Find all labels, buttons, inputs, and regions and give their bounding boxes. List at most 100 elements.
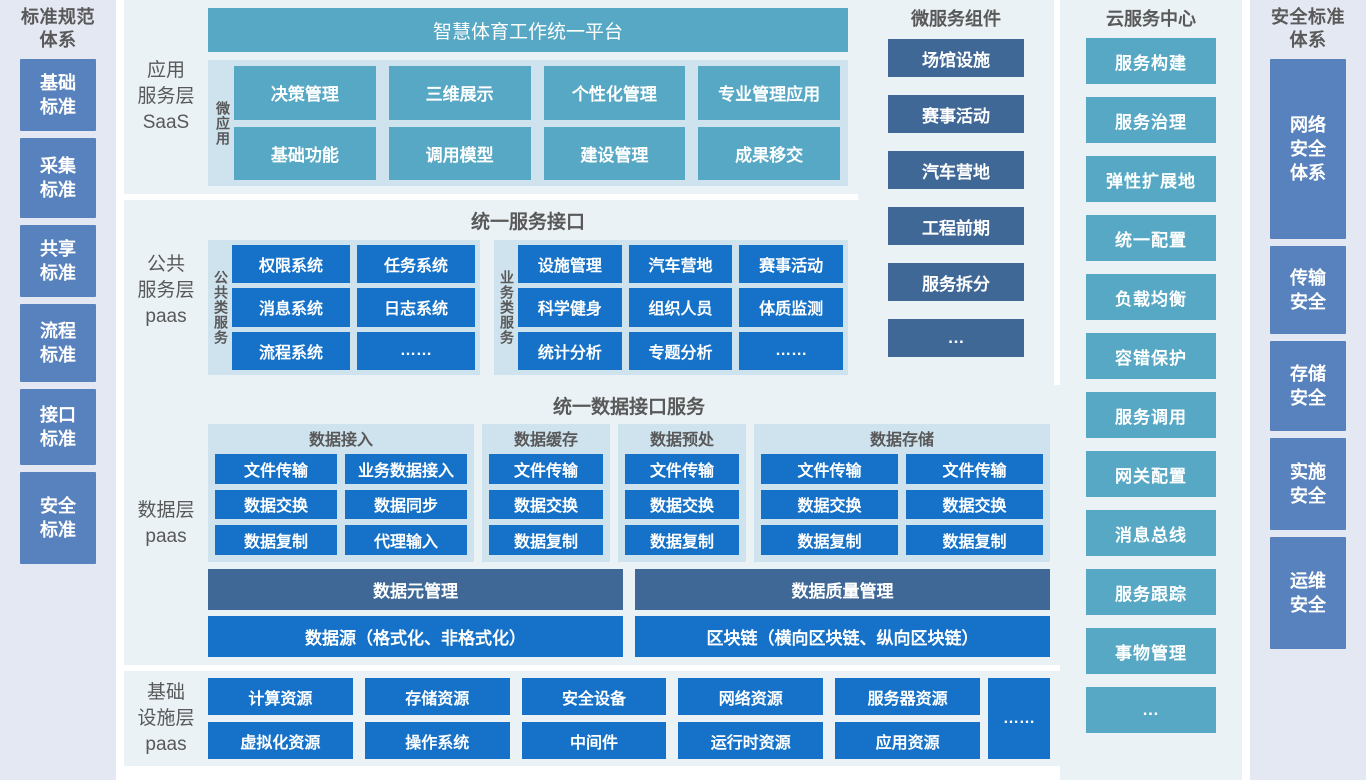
cloud-item-fault-tolerance[interactable]: 容错保护 <box>1086 333 1216 379</box>
data-bar-blockchain[interactable]: 区块链（横向区块链、纵向区块链） <box>635 616 1050 657</box>
cloud-item-unified-config[interactable]: 统一配置 <box>1086 215 1216 261</box>
cache-tile-file-transfer[interactable]: 文件传输 <box>489 454 603 484</box>
cloud-item-service-governance[interactable]: 服务治理 <box>1086 97 1216 143</box>
svc-tile-thematic-analysis[interactable]: 专题分析 <box>628 331 733 370</box>
microservice-item-event-activity[interactable]: 赛事活动 <box>888 95 1024 133</box>
infra-tile-compute-resource[interactable]: 计算资源 <box>208 678 353 715</box>
sidebar-item-share-standard[interactable]: 共享 标准 <box>20 225 96 297</box>
app-tile-construction-management[interactable]: 建设管理 <box>543 126 686 180</box>
left-sidebar-title: 标准规范 体系 <box>21 6 95 52</box>
application-service-layer: 应用 服务层 SaaS 智慧体育工作统一平台 微应用 决策管理 三维展示 个性化… <box>124 0 858 194</box>
data-tile-agent-input[interactable]: 代理输入 <box>345 525 467 555</box>
cache-tile-data-exchange[interactable]: 数据交换 <box>489 489 603 520</box>
cache-tile-data-replication[interactable]: 数据复制 <box>489 525 603 555</box>
security-item-storage-security[interactable]: 存储 安全 <box>1270 341 1346 431</box>
infra-tile-server-resource[interactable]: 服务器资源 <box>835 678 980 715</box>
microservice-item-service-split[interactable]: 服务拆分 <box>888 263 1024 301</box>
svc-tile-message-system[interactable]: 消息系统 <box>232 288 350 327</box>
svc-tile-permission-system[interactable]: 权限系统 <box>232 245 350 284</box>
sidebar-item-interface-standard[interactable]: 接口 标准 <box>20 389 96 465</box>
data-tile-data-sync[interactable]: 数据同步 <box>345 489 467 520</box>
preprocess-tile-data-replication[interactable]: 数据复制 <box>625 525 739 555</box>
cloud-item-load-balancing[interactable]: 负载均衡 <box>1086 274 1216 320</box>
data-tile-file-transfer[interactable]: 文件传输 <box>215 454 337 484</box>
cloud-column-title: 云服务中心 <box>1106 9 1196 29</box>
app-tile-result-handover[interactable]: 成果移交 <box>698 126 840 180</box>
infra-tile-runtime-resource[interactable]: 运行时资源 <box>678 722 824 759</box>
infra-tile-operating-system[interactable]: 操作系统 <box>364 722 510 759</box>
infrastructure-layer-label: 基础 设施层 paas <box>137 681 195 755</box>
infra-tile-more[interactable]: …… <box>988 678 1050 759</box>
cloud-item-service-tracing[interactable]: 服务跟踪 <box>1086 569 1216 615</box>
sidebar-item-basic-standard[interactable]: 基础 标准 <box>20 59 96 131</box>
sidebar-item-security-standard[interactable]: 安全 标准 <box>20 472 96 564</box>
storage-tile-data-replication-2[interactable]: 数据复制 <box>906 525 1043 555</box>
infra-tile-virtualization-resource[interactable]: 虚拟化资源 <box>208 722 353 759</box>
infra-tile-network-resource[interactable]: 网络资源 <box>678 678 824 715</box>
microservice-item-venue-facility[interactable]: 场馆设施 <box>888 39 1024 77</box>
svc-tile-task-system[interactable]: 任务系统 <box>357 245 475 284</box>
storage-tile-data-exchange-1[interactable]: 数据交换 <box>761 489 898 520</box>
svc-tile-process-system[interactable]: 流程系统 <box>232 331 350 370</box>
svc-tile-common-more[interactable]: …… <box>357 331 475 370</box>
microservice-item-project-preliminary[interactable]: 工程前期 <box>888 207 1024 245</box>
svc-tile-organization-personnel[interactable]: 组织人员 <box>628 288 733 327</box>
data-layer-label: 数据层 paas <box>137 500 195 547</box>
svc-tile-rv-campsite[interactable]: 汽车营地 <box>628 245 733 284</box>
microservice-item-rv-campsite[interactable]: 汽车营地 <box>888 151 1024 189</box>
microservice-component-column: 微服务组件 场馆设施 赛事活动 汽车营地 工程前期 服务拆分 … <box>858 0 1054 385</box>
microservice-column-title: 微服务组件 <box>911 9 1001 29</box>
sidebar-item-collection-standard[interactable]: 采集 标准 <box>20 138 96 218</box>
data-tile-data-replication[interactable]: 数据复制 <box>215 525 337 555</box>
app-tile-decision-management[interactable]: 决策管理 <box>234 66 376 120</box>
cloud-item-gateway-config[interactable]: 网关配置 <box>1086 451 1216 497</box>
left-sidebar-title-line1: 标准规范 <box>21 7 95 27</box>
data-tile-data-exchange[interactable]: 数据交换 <box>215 489 337 520</box>
data-bar-data-quality-management[interactable]: 数据质量管理 <box>635 569 1050 610</box>
infra-tile-storage-resource[interactable]: 存储资源 <box>364 678 510 715</box>
right-gap <box>1242 0 1250 780</box>
svc-tile-log-system[interactable]: 日志系统 <box>357 288 475 327</box>
cloud-item-transaction-management[interactable]: 事物管理 <box>1086 628 1216 674</box>
cloud-item-elastic-scaling[interactable]: 弹性扩展地 <box>1086 156 1216 202</box>
svc-tile-business-more[interactable]: …… <box>739 331 843 370</box>
common-service-vertical-label: 公共类服务 <box>213 270 229 345</box>
data-bar-metadata-management[interactable]: 数据元管理 <box>208 569 623 610</box>
infra-tile-middleware[interactable]: 中间件 <box>521 722 667 759</box>
data-bar-data-source[interactable]: 数据源（格式化、非格式化） <box>208 616 623 657</box>
infra-tile-security-device[interactable]: 安全设备 <box>521 678 667 715</box>
storage-tile-file-transfer-2[interactable]: 文件传输 <box>906 454 1043 484</box>
svc-tile-statistical-analysis[interactable]: 统计分析 <box>518 331 622 370</box>
app-tile-professional-management[interactable]: 专业管理应用 <box>698 66 840 120</box>
cloud-item-service-build[interactable]: 服务构建 <box>1086 38 1216 84</box>
infra-tile-application-resource[interactable]: 应用资源 <box>835 722 980 759</box>
svc-tile-physique-monitoring[interactable]: 体质监测 <box>739 288 843 327</box>
cloud-item-more[interactable]: … <box>1086 687 1216 733</box>
security-item-network-security-system[interactable]: 网络 安全 体系 <box>1270 59 1346 239</box>
storage-tile-data-exchange-2[interactable]: 数据交换 <box>906 489 1043 520</box>
data-layer: 数据层 paas 统一数据接口服务 数据接入 文件传输 业务数据接入 数据交换 … <box>124 385 1060 665</box>
data-storage-title: 数据存储 <box>869 432 934 449</box>
cloud-item-message-bus[interactable]: 消息总线 <box>1086 510 1216 556</box>
microservice-item-more[interactable]: … <box>888 319 1024 357</box>
app-tile-3d-display[interactable]: 三维展示 <box>388 66 531 120</box>
cloud-item-service-invocation[interactable]: 服务调用 <box>1086 392 1216 438</box>
right-sidebar-title: 安全标准 体系 <box>1271 6 1345 52</box>
storage-tile-file-transfer-1[interactable]: 文件传输 <box>761 454 898 484</box>
data-tile-business-data-access[interactable]: 业务数据接入 <box>345 454 467 484</box>
security-item-operation-security[interactable]: 运维 安全 <box>1270 537 1346 649</box>
security-item-transmission-security[interactable]: 传输 安全 <box>1270 246 1346 334</box>
sidebar-item-process-standard[interactable]: 流程 标准 <box>20 304 96 382</box>
unified-data-interface-title: 统一数据接口服务 <box>552 397 705 418</box>
storage-tile-data-replication-1[interactable]: 数据复制 <box>761 525 898 555</box>
preprocess-tile-file-transfer[interactable]: 文件传输 <box>625 454 739 484</box>
preprocess-tile-data-exchange[interactable]: 数据交换 <box>625 489 739 520</box>
app-tile-basic-function[interactable]: 基础功能 <box>234 126 376 180</box>
app-tile-personalized-management[interactable]: 个性化管理 <box>543 66 686 120</box>
svc-tile-scientific-fitness[interactable]: 科学健身 <box>518 288 622 327</box>
security-item-implementation-security[interactable]: 实施 安全 <box>1270 438 1346 530</box>
svc-tile-facility-management[interactable]: 设施管理 <box>518 245 622 284</box>
svc-tile-event-activity[interactable]: 赛事活动 <box>739 245 843 284</box>
left-sidebar-title-line2: 体系 <box>39 30 77 50</box>
app-tile-call-model[interactable]: 调用模型 <box>388 126 531 180</box>
